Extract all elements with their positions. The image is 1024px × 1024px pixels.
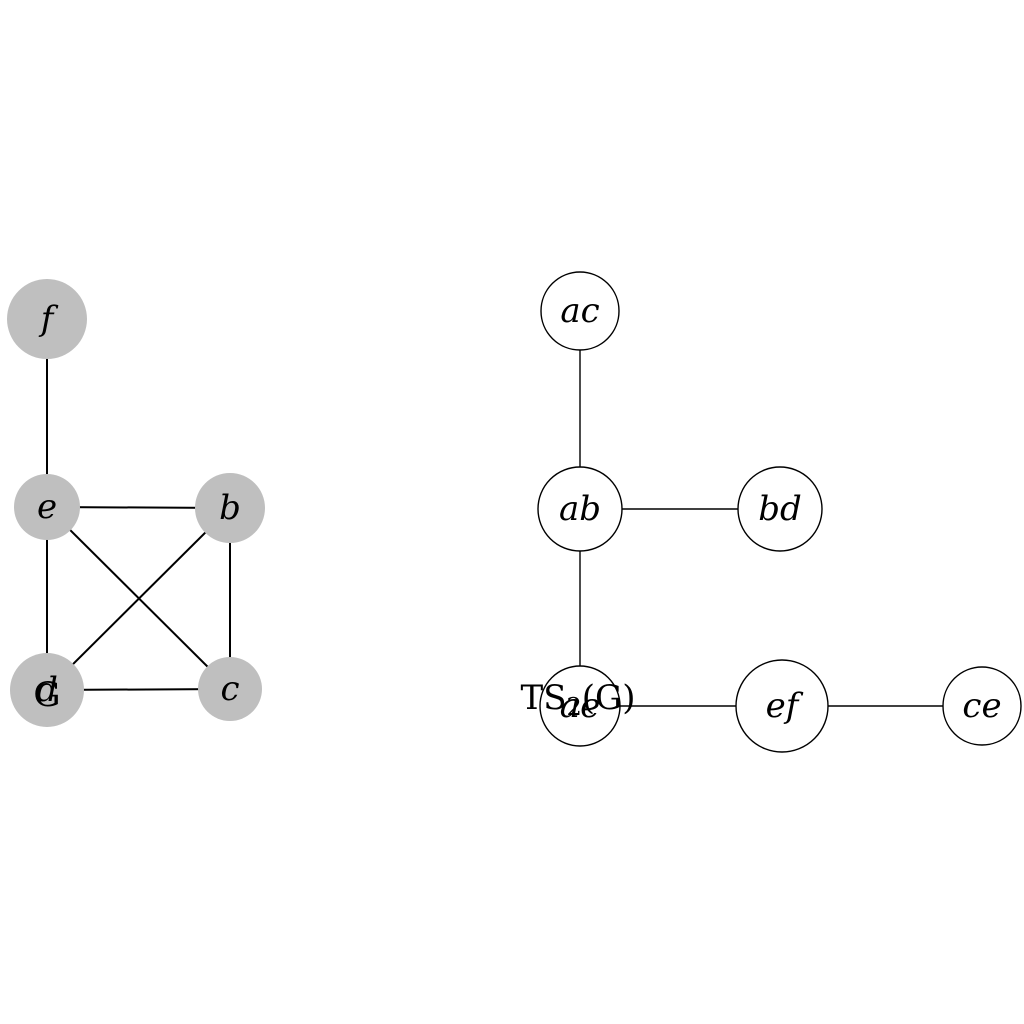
node-b-label: b <box>219 488 241 528</box>
node-ab: ab <box>537 466 623 552</box>
node-ce: ce <box>942 666 1022 746</box>
ts-caption-subscript: 2 <box>567 693 582 721</box>
node-b: b <box>195 473 265 543</box>
graph-g-caption: G <box>33 675 60 715</box>
node-d-label: d <box>36 670 58 710</box>
node-c-circle <box>198 657 262 721</box>
graph-g-nodes: f e b d c <box>7 279 265 727</box>
graph-ts2-caption: TS2(G) <box>521 678 636 721</box>
node-e: e <box>14 474 80 540</box>
node-bd-circle <box>737 466 823 552</box>
graph-ts2-edges <box>579 350 943 707</box>
ts-caption-suffix: (G) <box>582 678 636 718</box>
edge-b-d <box>46 507 231 691</box>
node-e-label: e <box>37 487 57 527</box>
node-ef: ef <box>735 659 829 753</box>
node-bd: bd <box>737 466 823 552</box>
graph-g: f e b d c G <box>7 279 265 727</box>
ts-caption-prefix: TS <box>521 678 567 718</box>
node-ac: ac <box>540 271 620 351</box>
node-d: d <box>10 653 84 727</box>
graph-ts2-nodes: ac ab bd ae ef ce <box>537 271 1022 753</box>
node-d-circle <box>10 653 84 727</box>
node-ae-label: ae <box>560 686 600 726</box>
node-e-circle <box>14 474 80 540</box>
node-ae: ae <box>539 665 621 747</box>
node-f-circle <box>7 279 87 359</box>
node-bd-label: bd <box>758 489 802 529</box>
node-ac-circle <box>540 271 620 351</box>
node-b-circle <box>195 473 265 543</box>
node-ce-circle <box>942 666 1022 746</box>
node-ce-label: ce <box>962 686 1001 726</box>
node-ef-circle <box>735 659 829 753</box>
node-ab-circle <box>537 466 623 552</box>
node-f: f <box>7 279 87 359</box>
node-ab-label: ab <box>559 489 601 529</box>
node-ac-label: ac <box>560 291 599 331</box>
node-c-label: c <box>220 669 239 709</box>
node-ef-label: ef <box>766 686 804 726</box>
graph-ts2: ac ab bd ae ef ce TS2(G) <box>521 271 1022 753</box>
node-c: c <box>198 657 262 721</box>
node-ae-circle <box>539 665 621 747</box>
